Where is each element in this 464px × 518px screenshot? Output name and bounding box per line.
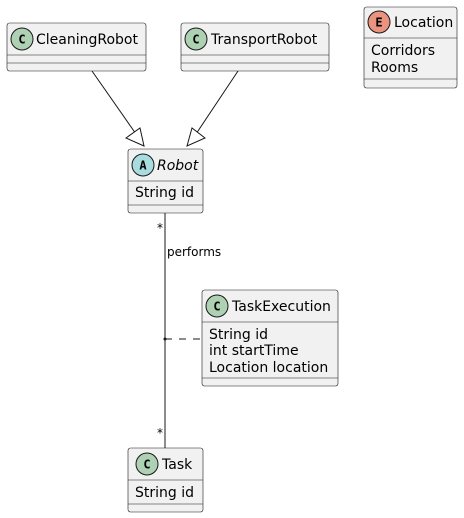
class-attribute: String id xyxy=(135,485,194,501)
class-attribute: int startTime xyxy=(209,343,299,359)
association-class-link xyxy=(163,337,202,341)
enum-location[interactable]: E Location Corridors Rooms xyxy=(363,6,458,89)
class-task-execution[interactable]: C TaskExecution String id int startTime … xyxy=(201,289,339,387)
class-attribute: String id xyxy=(135,185,194,201)
class-name: Task xyxy=(161,457,193,473)
inheritance-cleaning-to-robot xyxy=(91,70,145,147)
class-attribute: String id xyxy=(209,327,268,343)
class-name: TaskExecution xyxy=(231,299,331,315)
enum-badge-letter: E xyxy=(375,16,382,30)
association-label-performs: performs xyxy=(167,245,221,259)
class-transport-robot[interactable]: C TransportRobot xyxy=(180,22,330,72)
class-robot[interactable]: A Robot String id xyxy=(127,148,204,214)
class-badge-letter: C xyxy=(143,458,150,472)
class-name: Robot xyxy=(157,158,199,174)
inheritance-transport-to-robot xyxy=(186,70,239,147)
enum-badge-icon xyxy=(367,10,391,34)
multiplicity-robot-end: * xyxy=(157,221,163,235)
abstract-badge-letter: A xyxy=(139,159,147,173)
class-badge-letter: C xyxy=(213,300,220,314)
class-badge-icon xyxy=(184,27,208,51)
class-name: TransportRobot xyxy=(210,32,318,48)
class-badge-icon xyxy=(205,294,229,318)
class-badge-icon xyxy=(10,27,34,51)
class-attribute: Location location xyxy=(209,360,328,376)
multiplicity-task-end: * xyxy=(157,426,163,440)
class-badge-letter: C xyxy=(18,33,25,47)
class-cleaning-robot[interactable]: C CleaningRobot xyxy=(6,22,147,72)
class-task[interactable]: C Task String id xyxy=(127,447,204,513)
enum-value: Rooms xyxy=(371,60,418,76)
class-badge-letter: C xyxy=(192,33,199,47)
enum-name: Location xyxy=(394,15,453,31)
class-badge-icon xyxy=(135,452,159,476)
abstract-badge-icon xyxy=(131,153,155,177)
enum-value: Corridors xyxy=(371,43,435,59)
class-name: CleaningRobot xyxy=(36,32,138,48)
